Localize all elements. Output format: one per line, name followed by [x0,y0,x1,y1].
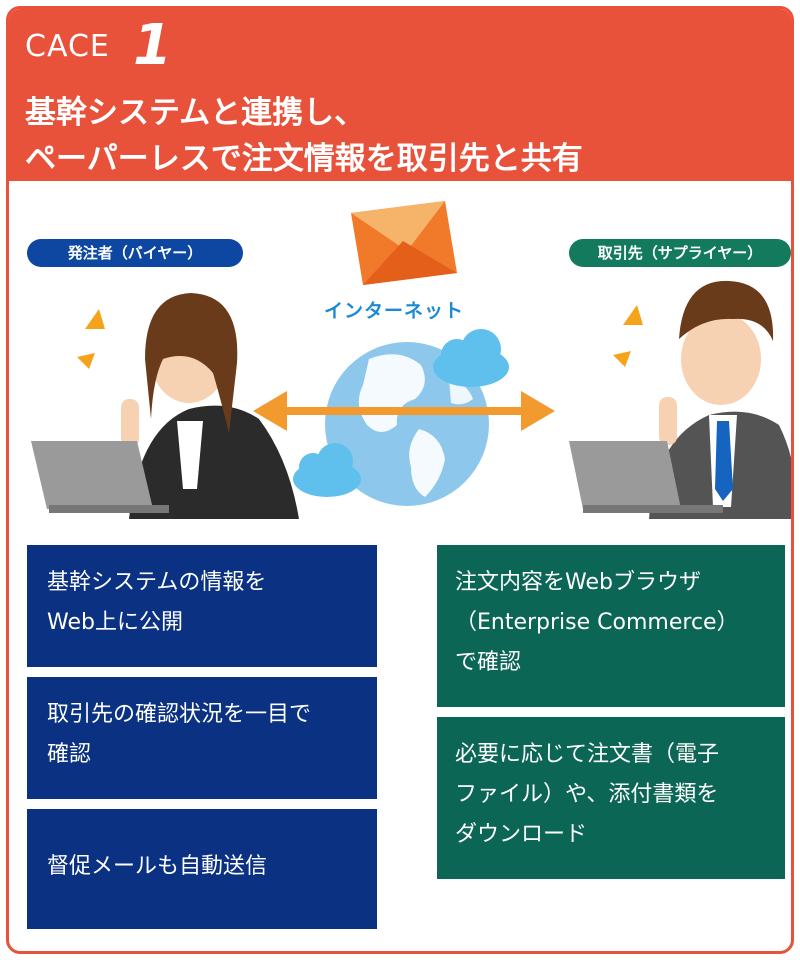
cloud-icon-right [433,329,509,387]
buyer-point-3: 督促メールも自動送信 [27,809,377,929]
supplier-point-1-line-1: 注文内容をWebブラウザ [455,570,701,595]
network-illustration [31,201,791,519]
case-number: 1 [133,13,172,78]
envelope-icon [351,201,457,285]
supplier-point-1-line-3: で確認 [455,650,522,675]
case-title-line-2: ペーパーレスで注文情報を取引先と共有 [25,141,583,177]
case-title-line-1: 基幹システムと連携し、 [25,95,366,131]
supplier-point-2: 必要に応じて注文書（電子 ファイル）や、添付書類を ダウンロード [437,717,785,879]
buyer-point-3-line-1: 督促メールも自動送信 [47,854,268,879]
buyer-point-1-line-2: Web上に公開 [47,610,183,635]
supplier-person-illustration [569,280,791,519]
supplier-point-1: 注文内容をWebブラウザ （Enterprise Commerce） で確認 [437,545,785,707]
buyer-role-badge: 発注者（バイヤー） [27,239,243,267]
buyer-point-1-line-1: 基幹システムの情報を [47,570,267,595]
buyer-point-2-line-2: 確認 [47,742,92,767]
case-card: CACE 1 基幹システムと連携し、 ペーパーレスで注文情報を取引先と共有 [6,6,794,954]
buyer-person-illustration [31,293,299,519]
case-label: CACE [25,29,110,64]
buyer-point-2-line-1: 取引先の確認状況を一目で [47,702,312,727]
supplier-point-2-line-1: 必要に応じて注文書（電子 [455,742,720,767]
cloud-icon-left [293,443,361,497]
supplier-point-2-line-2: ファイル）や、添付書類を [455,782,719,807]
supplier-point-1-line-2: （Enterprise Commerce） [455,610,739,635]
buyer-point-1: 基幹システムの情報を Web上に公開 [27,545,377,667]
double-arrow-icon [253,391,555,431]
case-header: CACE 1 基幹システムと連携し、 ペーパーレスで注文情報を取引先と共有 [9,9,791,181]
buyer-point-2: 取引先の確認状況を一目で 確認 [27,677,377,799]
supplier-role-badge: 取引先（サプライヤー） [569,239,791,267]
internet-label: インターネット [323,300,464,322]
supplier-point-2-line-3: ダウンロード [455,822,588,847]
